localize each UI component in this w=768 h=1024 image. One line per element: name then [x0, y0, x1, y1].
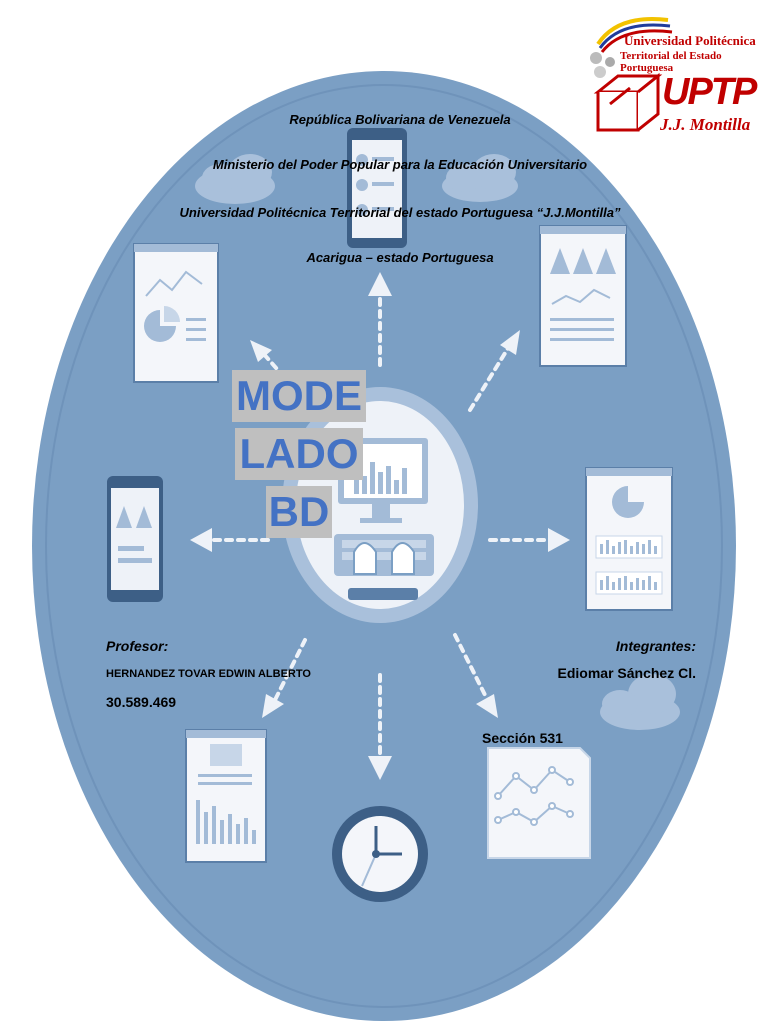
clock-icon: [332, 806, 428, 902]
seccion-label: Sección 531: [482, 730, 563, 746]
report-bars-icon: [585, 467, 673, 611]
title-part-3: BD: [266, 486, 332, 538]
cloud-icon: [600, 674, 680, 730]
uptp-logo-icon: [590, 17, 673, 132]
header-line-3: Universidad Politécnica Territorial del …: [179, 205, 621, 220]
title-part-1: MODE: [232, 370, 366, 422]
title-part-2: LADO: [235, 428, 363, 480]
logo-university-line2: Territorial del Estado Portuguesa: [620, 50, 722, 74]
logo-acronym: UPTP: [662, 71, 757, 113]
cloud-icon: [195, 154, 275, 204]
cloud-icon: [442, 154, 518, 202]
report-triangle-icon: [539, 225, 627, 367]
logo-university-line1: Universidad Politécnica: [624, 33, 756, 48]
logo-name: J.J. Montilla: [660, 115, 751, 134]
report-pie-icon: [133, 243, 219, 383]
report-histogram-icon: [185, 729, 267, 863]
report-linechart-icon: [487, 747, 591, 859]
profesor-name: HERNANDEZ TOVAR EDWIN ALBERTO: [106, 668, 311, 680]
header-line-4: Acarigua – estado Portuguesa: [306, 250, 494, 265]
mobile-dashboard-icon: [107, 476, 163, 602]
keyboard-hands-icon: [334, 534, 434, 600]
phone-icon: [347, 128, 407, 248]
profesor-id: 30.589.469: [106, 694, 177, 710]
integrantes-name: Ediomar Sánchez Cl.: [557, 665, 696, 681]
header-line-1: República Bolivariana de Venezuela: [289, 112, 511, 127]
integrantes-label: Integrantes:: [615, 638, 696, 654]
header-line-2: Ministerio del Poder Popular para la Edu…: [212, 157, 588, 172]
profesor-label: Profesor:: [106, 638, 169, 654]
